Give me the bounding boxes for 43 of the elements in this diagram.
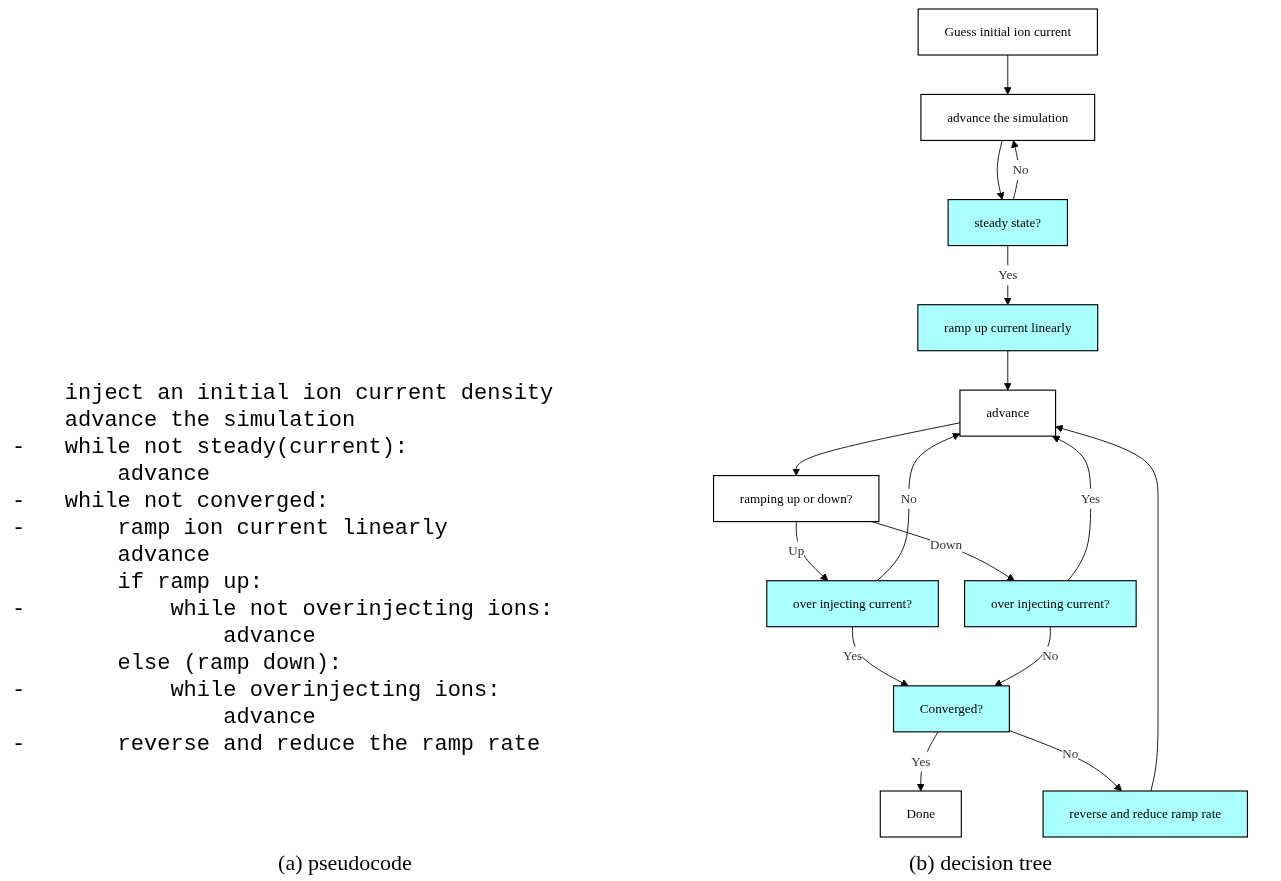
change-marker: - xyxy=(12,731,26,758)
node-box: Done xyxy=(879,790,962,838)
code-line: inject an initial ion current density xyxy=(64,380,554,407)
code-line: while overinjecting ions: xyxy=(170,677,501,704)
code-line: while not steady(current): xyxy=(64,434,409,461)
figure-caption: (b) decision tree xyxy=(909,850,1052,876)
edge-label: Down xyxy=(930,537,963,552)
node-box: ramp up current linearly xyxy=(917,304,1099,352)
code-line: while not converged: xyxy=(64,488,329,515)
code-line: advance xyxy=(223,623,316,650)
edge-label: Yes xyxy=(911,754,931,769)
code-line: advance xyxy=(117,542,211,569)
edge-label: Yes xyxy=(1081,491,1101,506)
change-marker: - xyxy=(12,488,26,515)
node-box: reverse and reduce ramp rate xyxy=(1042,790,1248,838)
code-line: ramp ion current linearly xyxy=(117,515,448,542)
change-marker: - xyxy=(12,596,26,623)
code-line: advance xyxy=(117,461,211,488)
node-box: over injecting current? xyxy=(766,580,939,628)
change-marker: - xyxy=(12,434,26,461)
node-box: steady state? xyxy=(947,199,1068,247)
code-line: reverse and reduce the ramp rate xyxy=(117,731,541,758)
change-marker: - xyxy=(12,677,26,704)
edge-label: No xyxy=(900,491,917,506)
change-marker: - xyxy=(12,515,26,542)
code-line: while not overinjecting ions: xyxy=(170,596,554,623)
node-box: over injecting current? xyxy=(964,580,1137,628)
edge-label: Yes xyxy=(998,267,1018,282)
edge-label: No xyxy=(1012,162,1029,177)
edge-label: No xyxy=(1042,649,1059,664)
code-line: if ramp up: xyxy=(117,569,263,596)
code-line: advance xyxy=(223,704,316,731)
node-box: Guess initial ion current xyxy=(917,8,1098,56)
code-line: else (ramp down): xyxy=(117,650,343,677)
edge-label: Yes xyxy=(842,649,863,664)
figure-caption: (a) pseudocode xyxy=(278,850,412,876)
node-box: ramping up or down? xyxy=(713,475,880,523)
edge-label: No xyxy=(1062,746,1079,761)
code-line: advance the simulation xyxy=(64,407,356,434)
node-box: advance xyxy=(959,389,1057,437)
node-box: Converged? xyxy=(892,685,1010,733)
node-box: advance the simulation xyxy=(920,93,1096,141)
edge-label: Up xyxy=(788,543,805,558)
